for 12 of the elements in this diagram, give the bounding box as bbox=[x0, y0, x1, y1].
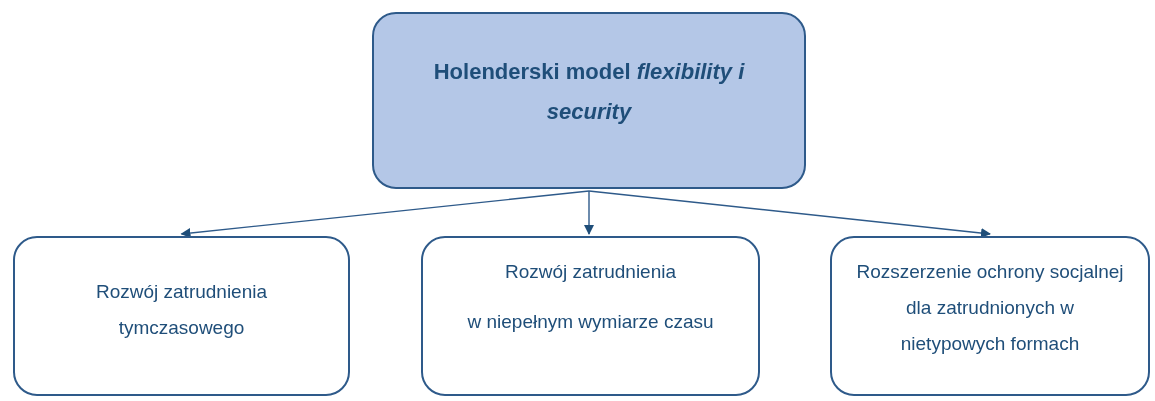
arrow bbox=[588, 190, 991, 238]
node-text: Rozwój zatrudnienia bbox=[504, 260, 677, 284]
node-text: Rozwój zatrudnienia tymczasowego bbox=[94, 280, 269, 340]
arrow bbox=[584, 190, 594, 235]
arrow bbox=[180, 190, 590, 239]
node-text: Holenderski model flexibility i security bbox=[432, 58, 746, 126]
process-box bbox=[830, 236, 1150, 396]
node-text: w niepełnym wymiarze czasu bbox=[467, 310, 714, 334]
process-box bbox=[13, 236, 350, 396]
process-box bbox=[421, 236, 760, 396]
node-text: Rozszerzenie ochrony socjalnej dla zatrudnionych w nietypowych formach bbox=[855, 260, 1125, 356]
title-box bbox=[372, 12, 806, 189]
